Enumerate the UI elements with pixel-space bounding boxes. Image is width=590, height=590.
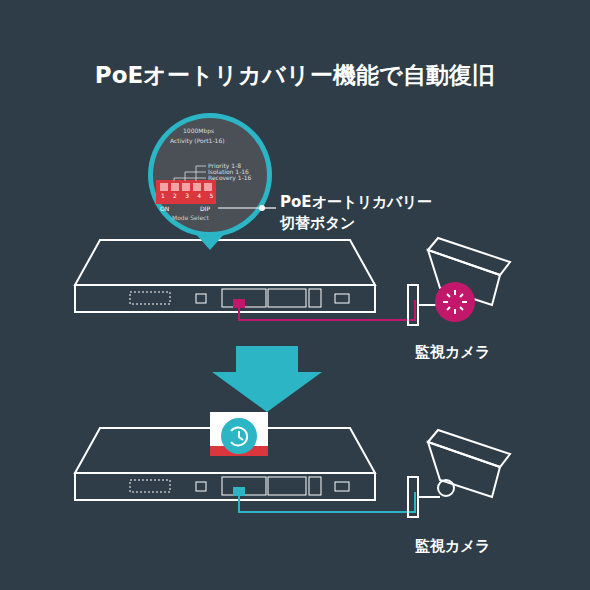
- led-label: 1000Mbps: [183, 127, 214, 134]
- down-arrow: [212, 346, 322, 412]
- ports-bottom: [130, 477, 349, 495]
- switch-top: [75, 240, 375, 312]
- camera-error-icon: [435, 282, 475, 322]
- leader-line: [262, 207, 276, 208]
- camera-bottom: [408, 430, 510, 517]
- leader-line: [218, 207, 262, 208]
- loading-icon: [443, 290, 467, 314]
- active-port: [233, 487, 245, 496]
- zoom-ring: [148, 113, 272, 237]
- dip-leaders: [174, 166, 206, 181]
- camera-label: 監視カメラ: [415, 537, 490, 555]
- led-label: Activity (Port1-16): [170, 137, 225, 144]
- dip-numbers: 1 2 3 4 5: [161, 192, 217, 199]
- cable-pink: [239, 300, 415, 320]
- cable-teal: [239, 492, 415, 512]
- active-port: [233, 299, 245, 308]
- zoom-lens: [153, 118, 267, 232]
- ports-top: [130, 289, 349, 307]
- dip-switch: [156, 180, 216, 204]
- camera-label: 監視カメラ: [415, 343, 490, 361]
- callout-label: PoEオートリカバリー 切替ボタン: [280, 192, 460, 234]
- dip-levers: [160, 183, 212, 191]
- dip-label: Mode Select: [172, 214, 209, 221]
- title: PoEオートリカバリー機能で自動復旧: [0, 62, 590, 90]
- dip-label: ON: [160, 205, 169, 212]
- dip-label: Recovery 1-16: [208, 174, 251, 181]
- dip-label: DIP: [200, 205, 210, 212]
- recovery-icon: [221, 418, 257, 454]
- camera-top: [408, 238, 510, 325]
